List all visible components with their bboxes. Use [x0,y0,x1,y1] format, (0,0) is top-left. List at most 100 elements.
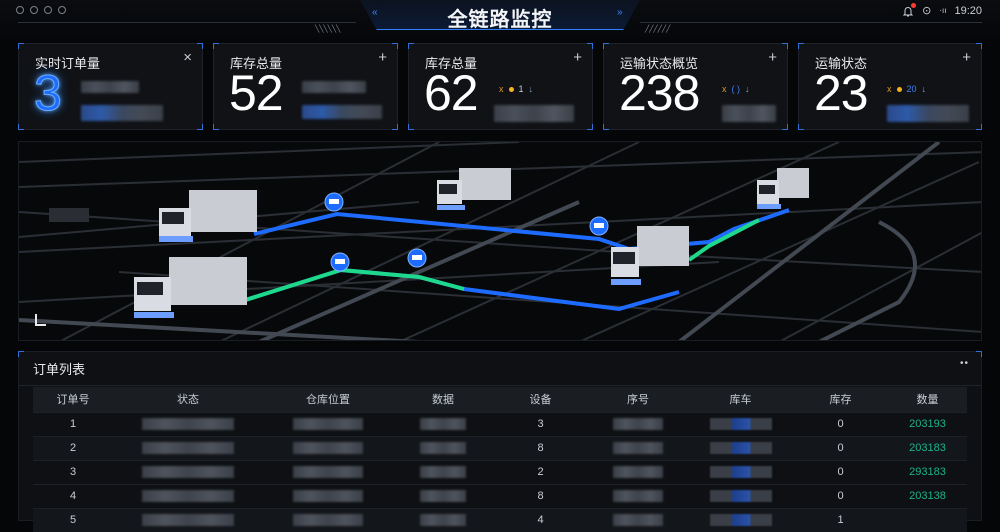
cell-device: 4 [493,507,588,532]
shield-icon[interactable]: ⊙ [922,5,932,17]
cell-quantity: 293183 [888,459,967,484]
card-label: 运输状态 [815,56,868,71]
hatch-decoration-right: ╱╱╱╱╱╱ [645,26,671,33]
redacted-cell [293,442,363,455]
redacted-cell [613,490,663,503]
trend-marker: x [722,84,727,94]
table-row[interactable]: 2 8 0 203183 [33,435,967,460]
redacted-cell [142,418,234,431]
card-value: 62 [424,65,479,121]
close-icon[interactable]: × [183,49,192,66]
trend-indicator: x 20 ↓ [887,84,926,94]
table-row[interactable]: 1 3 0 203193 [33,411,967,436]
panel-title: 订单列表 [33,362,86,377]
col-status[interactable]: 状态 [113,387,263,412]
more-icon[interactable]: •• [959,358,969,369]
header-divider-right [640,22,982,23]
order-table: 订单号 状态 仓库位置 数据 设备 序号 库车 库存 数量 1 3 0 [33,387,967,532]
col-sequence[interactable]: 序号 [588,387,688,412]
hatch-decoration-left: ╲╲╲╲╲╲ [315,26,341,33]
cell-stock: 0 [793,411,888,436]
trend-value: ( ) [731,84,741,94]
cell-device: 2 [493,459,588,484]
redacted-text [302,105,382,119]
cell-order-id: 1 [33,411,113,436]
redacted-cell [420,490,466,503]
cell-quantity [888,507,967,532]
logistics-map[interactable] [18,141,982,341]
redacted-text [81,81,139,93]
redacted-cell [613,466,663,479]
arrow-down-icon: ↓ [921,84,927,94]
trend-marker: x [499,84,504,94]
cell-stock: 0 [793,459,888,484]
window-control-2[interactable] [30,6,38,14]
plus-icon[interactable]: + [378,49,387,66]
redacted-text [722,105,776,122]
trend-indicator: x 1 ↓ [499,84,533,94]
window-control-4[interactable] [58,6,66,14]
redacted-cell [142,514,234,527]
cell-stock: 0 [793,435,888,460]
redacted-cell [613,442,663,455]
redacted-cell [142,442,234,455]
col-stock[interactable]: 库存 [793,387,888,412]
cell-device: 8 [493,435,588,460]
card-transport-overview: 运输状态概览 + 238 x ( ) ↓ [603,43,788,130]
chevron-right-icon: » [617,7,623,18]
signal-icon: ·ıı [939,6,947,15]
plus-icon[interactable]: + [962,49,971,66]
window-control-1[interactable] [16,6,24,14]
redacted-cell [709,466,772,479]
col-device[interactable]: 设备 [493,387,588,412]
redacted-cell [293,514,363,527]
cell-order-id: 5 [33,507,113,532]
redacted-cell [709,490,772,503]
col-order-id[interactable]: 订单号 [33,387,113,412]
redacted-cell [613,514,663,527]
card-label: 库存总量 [425,56,478,71]
table-row[interactable]: 3 2 0 293183 [33,459,967,484]
redacted-cell [420,418,466,431]
bell-icon[interactable] [902,2,917,17]
chevron-left-icon: « [372,7,378,18]
redacted-cell [709,442,772,455]
card-value: 238 [619,65,700,121]
card-inventory-total-2: 库存总量 + 62 x 1 ↓ [408,43,593,130]
col-data[interactable]: 数据 [393,387,493,412]
table-row[interactable]: 5 4 1 [33,507,967,532]
cell-order-id: 3 [33,459,113,484]
arrow-down-icon: ↓ [745,84,750,94]
header-divider-left [18,22,356,23]
map-canvas [19,142,981,340]
col-vehicle[interactable]: 库车 [688,387,793,412]
plus-icon[interactable]: + [768,49,777,66]
card-inventory-total: 库存总量 + 52 [213,43,398,130]
cell-quantity: 203193 [888,411,967,436]
cell-quantity: 203138 [888,483,967,508]
notification-dot [911,2,917,8]
cell-quantity: 203183 [888,435,967,460]
redacted-cell [142,490,234,503]
cell-stock: 0 [793,483,888,508]
trend-marker: x [887,84,892,94]
truck-icon [437,168,511,210]
page-title: 全链路监控 [447,9,553,31]
col-quantity[interactable]: 数量 [888,387,967,412]
truck-icon [134,257,247,318]
window-control-3[interactable] [44,6,52,14]
cell-device: 3 [493,411,588,436]
redacted-text [494,105,574,122]
panel-divider [19,385,981,386]
cell-stock: 1 [793,507,888,532]
col-warehouse[interactable]: 仓库位置 [263,387,393,412]
card-value: 3 [34,65,63,121]
card-value: 23 [814,65,869,121]
plus-icon[interactable]: + [573,49,582,66]
trend-value: 1 [518,84,524,94]
arrow-down-icon: ↓ [528,84,534,94]
clock-time: 19:20 [954,4,982,17]
table-row[interactable]: 4 8 0 203138 [33,483,967,508]
redacted-cell [613,418,663,431]
card-realtime-orders: 实时订单量 × 3 [18,43,203,130]
